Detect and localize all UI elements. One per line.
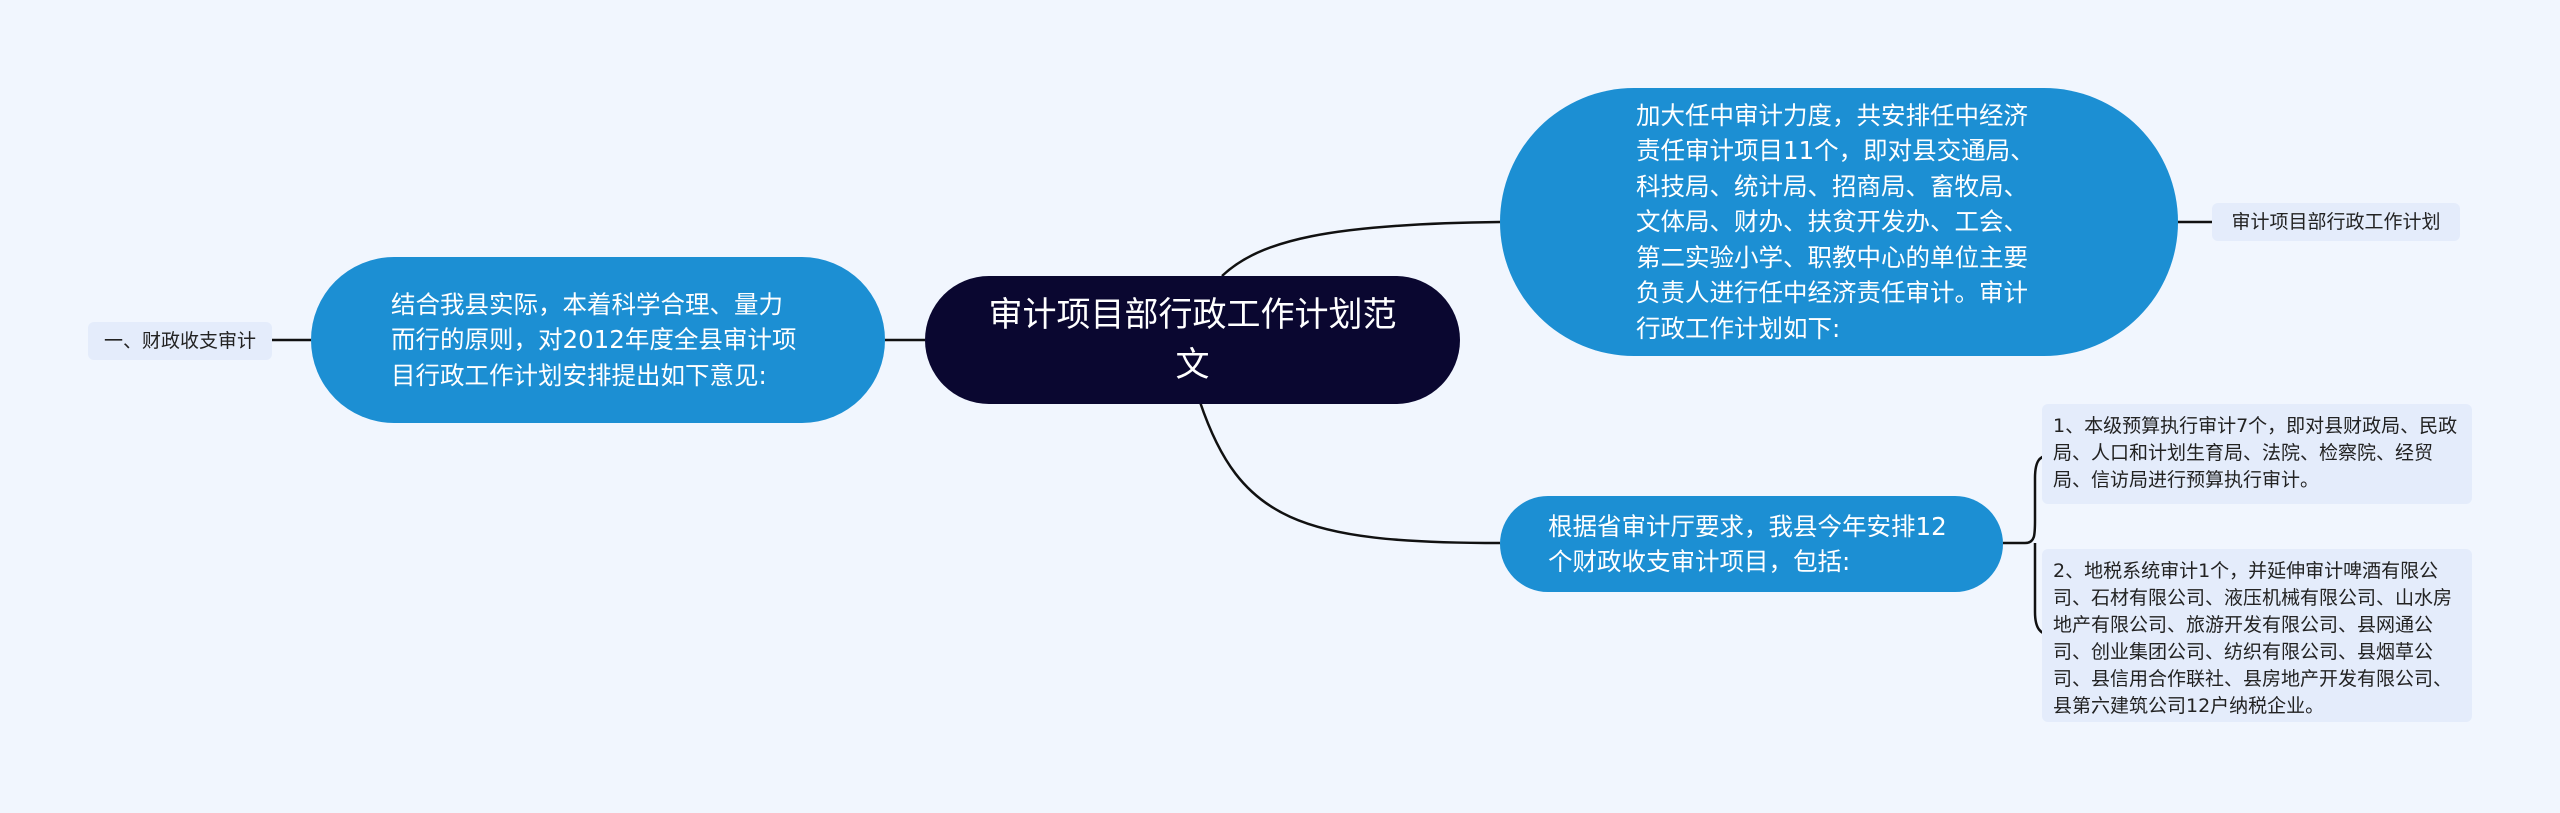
right-top-branch-node[interactable]: 加大任中审计力度，共安排任中经济责任审计项目11个，即对县交通局、科技局、统计局… (1500, 88, 2178, 356)
right-bottom-leaf-2-text: 2、地税系统审计1个，并延伸审计啤酒有限公司、石材有限公司、液压机械有限公司、山… (2053, 560, 2453, 717)
right-top-leaf-text: 审计项目部行政工作计划 (2231, 210, 2441, 233)
left-branch-node[interactable]: 结合我县实际，本着科学合理、量力而行的原则，对2012年度全县审计项目行政工作计… (311, 257, 885, 423)
root-title: 审计项目部行政工作计划范文 (988, 295, 1397, 385)
right-bottom-leaf-1-node[interactable]: 1、本级预算执行审计7个，即对县财政局、民政局、人口和计划生育局、法院、检察院、… (2042, 404, 2472, 504)
right-top-leaf-node[interactable]: 审计项目部行政工作计划 (2212, 203, 2460, 241)
right-bottom-branch-node[interactable]: 根据省审计厅要求，我县今年安排12个财政收支审计项目，包括: (1500, 496, 2003, 592)
root-node[interactable]: 审计项目部行政工作计划范文 (925, 276, 1460, 404)
right-bottom-leaf-1-text: 1、本级预算执行审计7个，即对县财政局、民政局、人口和计划生育局、法院、检察院、… (2053, 415, 2458, 491)
left-leaf-text: 一、财政收支审计 (103, 329, 256, 352)
right-bottom-leaf-2-node[interactable]: 2、地税系统审计1个，并延伸审计啤酒有限公司、石材有限公司、液压机械有限公司、山… (2042, 549, 2472, 722)
link-root-right-bottom (1198, 401, 1501, 545)
right-top-branch-text: 加大任中审计力度，共安排任中经济责任审计项目11个，即对县交通局、科技局、统计局… (1636, 100, 2035, 343)
link-root-right-top (1221, 220, 1501, 277)
right-bottom-branch-text: 根据省审计厅要求，我县今年安排12个财政收支审计项目，包括: (1548, 511, 1947, 577)
left-branch-text: 结合我县实际，本着科学合理、量力而行的原则，对2012年度全县审计项目行政工作计… (391, 289, 797, 390)
left-leaf-node[interactable]: 一、财政收支审计 (88, 322, 272, 360)
